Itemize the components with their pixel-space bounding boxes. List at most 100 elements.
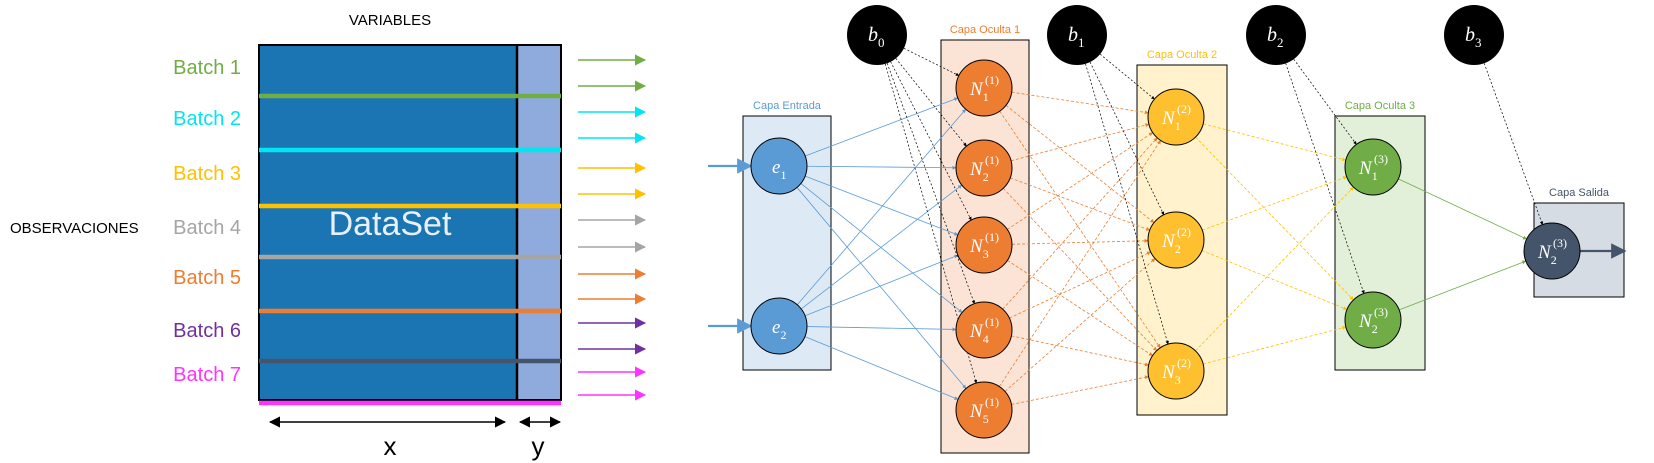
- neuron-circle: [1523, 222, 1581, 280]
- neuron-label-sup: (2): [1177, 225, 1191, 239]
- bias-circle: [1246, 5, 1306, 65]
- neuron-label-sup: (3): [1374, 152, 1388, 166]
- neuron-circle: [1147, 342, 1205, 400]
- neuron: N1(3): [1344, 138, 1402, 196]
- connection-edge: [1004, 258, 1156, 392]
- neuron-label-base: e: [772, 157, 780, 178]
- neuron-label-sub: 2: [780, 328, 786, 342]
- connection-edge: [1011, 238, 1149, 245]
- neuron-label-sup: (3): [1553, 236, 1567, 250]
- neuron-label: N4: [969, 321, 989, 346]
- neuron-label-sup: (1): [985, 315, 999, 329]
- y-label: y: [532, 431, 545, 461]
- neuron-label-sup: (1): [985, 73, 999, 87]
- neuron-label-base: N: [1358, 311, 1373, 332]
- neuron-label-base: N: [1537, 242, 1552, 263]
- connection-edge: [804, 336, 959, 400]
- y-target-block: [517, 45, 561, 400]
- neuron-label-sup: (2): [1177, 102, 1191, 116]
- connection-edge: [806, 165, 957, 170]
- bias-edge: [886, 63, 976, 305]
- neuron-circle: [955, 216, 1013, 274]
- connection-edge: [1007, 260, 1153, 356]
- batch-label: Batch 5: [173, 267, 241, 289]
- bias-circle: [847, 5, 907, 65]
- neuron-label-sub: 2: [1551, 253, 1557, 267]
- connection-edge: [1195, 136, 1354, 301]
- bias-label-base: b: [868, 24, 878, 46]
- connection-edge: [1005, 105, 1155, 223]
- neuron: N2 (3): [1523, 222, 1581, 280]
- bias-edge: [1285, 63, 1365, 294]
- neurons: e1e2N1(1)N2(1)N3(1)N4(1)N5(1)N1(2)N2(2)N…: [750, 59, 1581, 439]
- neuron-label-sub: 1: [983, 90, 989, 104]
- x-label: x: [384, 431, 397, 461]
- neuron-label-sup: (1): [985, 395, 999, 409]
- connection-edge: [999, 140, 1161, 387]
- neuron-label: N3: [969, 236, 989, 261]
- batch-label: Batch 1: [173, 57, 241, 79]
- bias-node: b2: [1246, 5, 1306, 65]
- bias-label: b0: [868, 24, 885, 50]
- neuron-label-sup: (1): [985, 153, 999, 167]
- neuron-circle: [1147, 211, 1205, 269]
- connections: [796, 91, 1528, 405]
- neuron-circle: [1344, 138, 1402, 196]
- connection-edge: [1010, 123, 1150, 162]
- bias-edge: [1085, 63, 1169, 345]
- neuron-label: N1: [1358, 158, 1378, 183]
- neuron-label: N5: [969, 401, 989, 426]
- connection-edge: [1011, 91, 1149, 115]
- neuron-label-sup: (1): [985, 230, 999, 244]
- neuron-label-sub: 2: [983, 170, 989, 184]
- neuron-circle: [1147, 88, 1205, 146]
- bias-edge: [890, 61, 972, 221]
- connection-edge: [1007, 132, 1154, 230]
- bias-edge: [1089, 61, 1165, 216]
- bias-label-sub: 1: [1078, 35, 1085, 50]
- neuron-label: N1: [969, 79, 989, 104]
- neuron: N3(1): [955, 216, 1013, 274]
- neuron-label-base: N: [1161, 362, 1176, 383]
- x-feature-block: [259, 45, 517, 400]
- neuron-circle: [955, 139, 1013, 197]
- connection-edge: [1011, 375, 1149, 405]
- connection-edge: [1203, 325, 1347, 365]
- neuron-label-base: N: [969, 236, 984, 257]
- bias-node: b1: [1047, 5, 1107, 65]
- layer-title: Capa Salida: [1549, 187, 1610, 199]
- neuron-label-sub: 1: [780, 168, 786, 182]
- bias-label-sub: 2: [1277, 35, 1284, 50]
- bias-circle: [1444, 5, 1504, 65]
- bias-label-base: b: [1267, 24, 1277, 46]
- batch-label: Batch 2: [173, 108, 241, 130]
- neuron-label-sub: 4: [983, 332, 989, 346]
- neuron-label-sub: 3: [983, 247, 989, 261]
- connection-edge: [806, 326, 957, 332]
- neuron-label-base: N: [1161, 231, 1176, 252]
- neuron-circle: [750, 137, 808, 195]
- batch-label: Batch 6: [173, 320, 241, 342]
- neuron-circle: [955, 59, 1013, 117]
- bias-label: b2: [1267, 24, 1284, 50]
- neuron-label: N2: [1358, 311, 1378, 336]
- neuron-label: N2: [1161, 231, 1181, 256]
- batch-label: Batch 3: [173, 163, 241, 185]
- neuron-label-sub: 1: [1175, 119, 1181, 133]
- connection-edge: [804, 175, 959, 236]
- connection-edge: [800, 183, 963, 313]
- connection-edge: [1009, 251, 1152, 319]
- connection-edge: [1011, 335, 1150, 367]
- observations-label: OBSERVACIONES: [10, 220, 139, 237]
- neuron: N2(3): [1344, 291, 1402, 349]
- neuron-label-sub: 3: [1175, 373, 1181, 387]
- connection-edge: [1398, 260, 1527, 311]
- connection-edge: [804, 254, 959, 317]
- neuron-circle: [750, 297, 808, 355]
- bias-node: b3: [1444, 5, 1504, 65]
- batch-separators: [259, 93, 561, 406]
- connection-edge: [1203, 123, 1347, 162]
